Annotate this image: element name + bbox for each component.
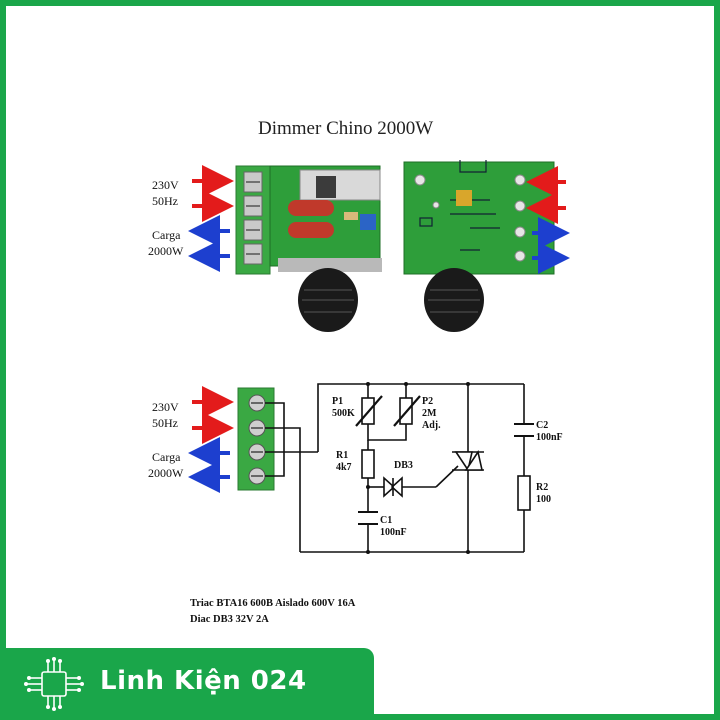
note-diac: Diac DB3 32V 2A [190,614,269,625]
component-notes: Triac BTA16 600B Aislado 600V 16A Diac D… [190,596,355,628]
top-output-label-power: 2000W [148,244,184,258]
diagram-title: Dimmer Chino 2000W [258,118,434,139]
label-db3: DB3 [394,460,413,471]
resistor-r2 [517,475,531,511]
capacitor-c2 [514,423,534,437]
top-arrows [188,165,570,274]
schematic-output-label-load: Carga [152,450,181,464]
label-p2: P2 2M Adj. [422,396,441,431]
schematic-input-label-voltage: 230V [152,400,179,414]
schematic-output-label-power: 2000W [148,466,184,480]
label-c2: C2 100nF [536,420,563,443]
board-back-photo [403,160,555,332]
top-output-label-load: Carga [152,228,181,242]
board-front-photo [235,165,382,332]
resistor-r1 [361,449,375,479]
schematic-arrows [188,386,234,493]
schematic-wiring [265,383,525,553]
brand-name: Linh Kiện 024 [100,666,307,696]
label-c1: C1 100nF [380,515,407,538]
note-triac: Triac BTA16 600B Aislado 600V 16A [190,598,356,609]
chip-logo-icon [24,657,84,711]
schematic-terminal-block [237,387,275,491]
capacitor-c1 [358,511,378,525]
triac [452,449,484,473]
schematic-input-label-frequency: 50Hz [152,416,178,430]
label-r1: R1 4k7 [336,450,352,473]
label-r2: R2 100 [536,482,551,505]
potentiometer-p1 [355,395,383,427]
brand-banner [0,648,374,720]
top-input-label-frequency: 50Hz [152,194,178,208]
junction-dots [366,382,470,554]
diac-db3 [383,476,403,498]
top-input-label-voltage: 230V [152,178,179,192]
potentiometer-p2 [393,395,421,427]
label-p1: P1 500K [332,396,355,419]
